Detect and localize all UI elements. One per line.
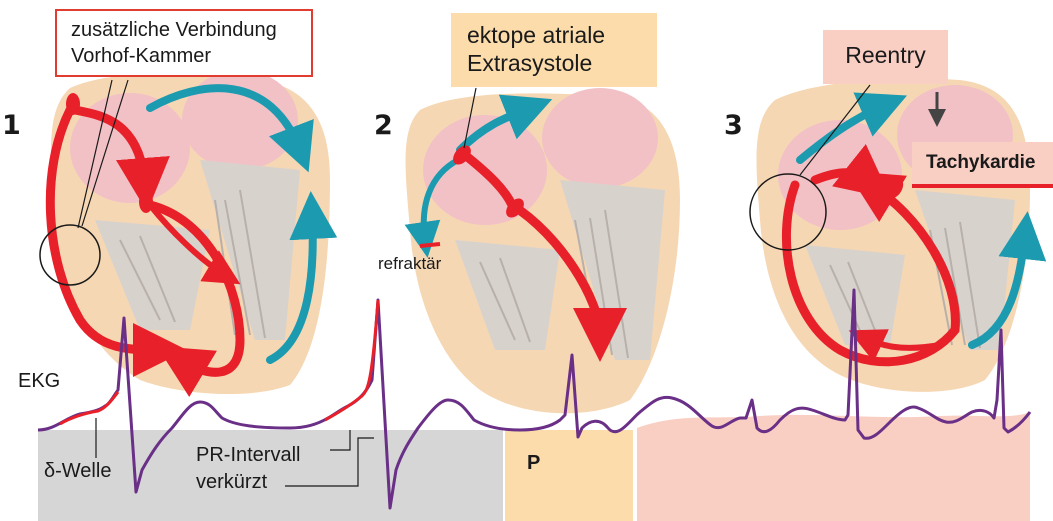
panel-1-callout-line-1: zusätzliche Verbindung [71, 17, 297, 43]
panel-2-callout-line-2: Extrasystole [467, 49, 641, 77]
panel-2-callout-line-1: ektope atriale [467, 21, 641, 49]
tachycardia-label: Tachykardie [926, 152, 1035, 173]
heart-2-left-atrium [542, 88, 658, 188]
panel-2-callout: ektope atriale Extrasystole [451, 13, 657, 87]
heart-3 [750, 79, 1030, 392]
heart-1-sa-node [66, 93, 80, 115]
ecg-pr-highlight [325, 300, 378, 420]
delta-wave-label: δ-Welle [44, 460, 111, 483]
tachycardia-label-box: Tachykardie [912, 142, 1053, 184]
ekg-label: EKG [18, 370, 60, 393]
heart-2-refractory-bar [420, 244, 440, 246]
panel-3-ecg-background [637, 412, 1030, 521]
panel-2-ecg-background [505, 430, 633, 521]
panel-1-callout-line-2: Vorhof-Kammer [71, 43, 297, 69]
heart-1-av-node [139, 191, 153, 213]
pr-interval-label-line-2: verkürzt [196, 471, 267, 494]
p-wave-label: P [527, 452, 540, 475]
ecg-delta-wave-highlight [60, 392, 118, 424]
panel-3-callout-line-1: Reentry [823, 40, 948, 70]
heart-1 [40, 70, 330, 394]
pr-interval-label-line-1: PR-Intervall [196, 444, 300, 467]
panel-3-callout: Reentry [823, 30, 948, 84]
panel-2-number: 2 [374, 110, 393, 141]
panel-1-callout: zusätzliche Verbindung Vorhof-Kammer [55, 9, 313, 77]
panel-1-number: 1 [2, 110, 21, 141]
heart-2 [406, 88, 680, 413]
refractory-label: refraktär [378, 254, 441, 274]
panel-3-number: 3 [724, 110, 743, 141]
